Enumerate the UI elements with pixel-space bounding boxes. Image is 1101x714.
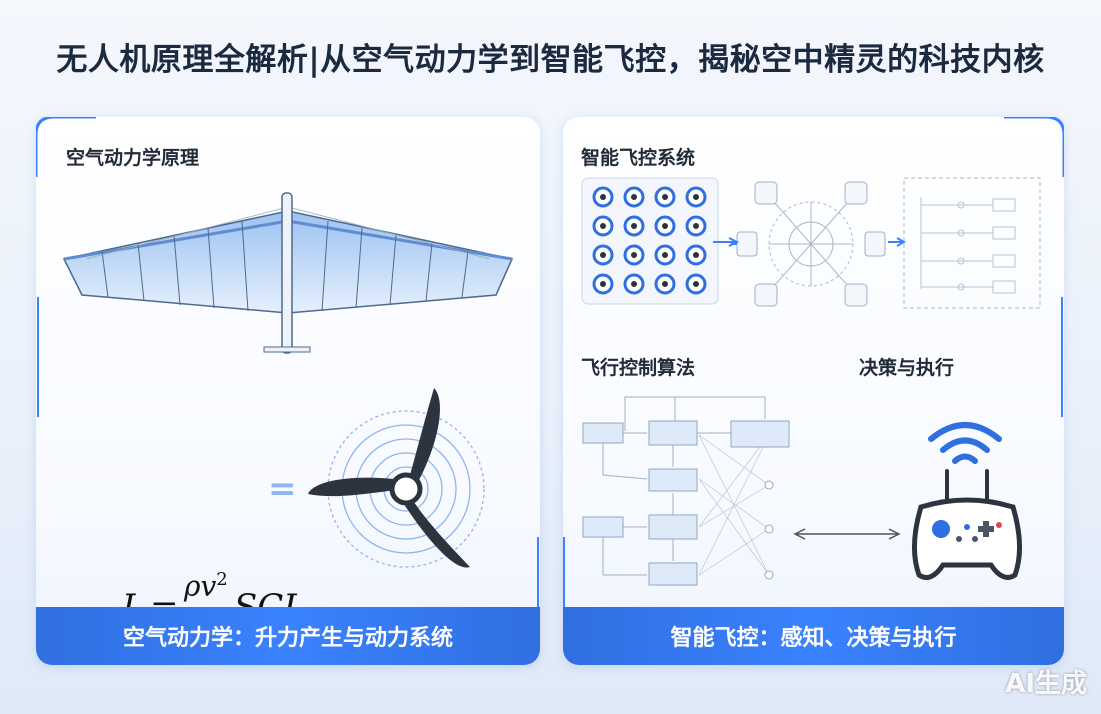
algorithm-flowchart	[582, 396, 790, 586]
arrow-icon	[888, 237, 907, 247]
arrow-icon	[713, 237, 740, 247]
sensor-dot-core	[600, 252, 606, 258]
wifi-icon	[928, 422, 1002, 464]
page-title: 无人机原理全解析|从空气动力学到智能飞控，揭秘空中精灵的科技内核	[56, 42, 1045, 78]
sensor-dot-core	[631, 281, 637, 287]
sensor-grid-diagram	[581, 177, 719, 305]
panel-frame-decoration	[36, 117, 539, 617]
aerodynamics-banner: 空气动力学：升力产生与动力系统	[36, 607, 540, 665]
sensor-dot-core	[600, 281, 606, 287]
algorithm-section-title: 飞行控制算法	[581, 357, 696, 379]
sensor-dot-core	[631, 252, 637, 258]
aerodynamics-panel: 空气动力学原理	[36, 117, 540, 665]
sensor-dot-core	[600, 223, 606, 229]
sensor-dot-core	[693, 281, 699, 287]
double-arrow-icon	[793, 528, 901, 540]
sensor-dot-core	[693, 194, 699, 200]
formula-exponent: 2	[216, 569, 228, 590]
sensor-dot-core	[631, 194, 637, 200]
flight-control-panel: 智能飞控系统	[563, 117, 1064, 665]
output-schematic-diagram	[903, 177, 1041, 309]
remote-controller-icon	[911, 469, 1023, 580]
propeller-diagram	[308, 388, 485, 568]
sensor-dot-core	[662, 223, 668, 229]
control-hub-diagram	[731, 181, 886, 307]
sensor-dot-core	[662, 281, 668, 287]
aerodynamics-section-title: 空气动力学原理	[66, 147, 200, 169]
sensor-dots	[592, 186, 707, 295]
flight-control-banner: 智能飞控：感知、决策与执行	[563, 607, 1064, 665]
decision-section-title: 决策与执行	[859, 357, 955, 379]
ai-generated-watermark: AI生成	[1005, 669, 1087, 699]
flight-control-section-title: 智能飞控系统	[581, 147, 696, 169]
formula-numerator-base: ρv	[184, 569, 217, 603]
sensor-dot-core	[693, 223, 699, 229]
sensor-dot-core	[662, 252, 668, 258]
formula-trailing-equals: =	[268, 469, 297, 509]
sensor-dot-core	[631, 223, 637, 229]
sensor-dot-core	[693, 252, 699, 258]
formula-numerator: ρv2	[184, 569, 228, 602]
sensor-dot-core	[662, 194, 668, 200]
sensor-dot-core	[600, 194, 606, 200]
wing-diagram	[62, 192, 514, 354]
